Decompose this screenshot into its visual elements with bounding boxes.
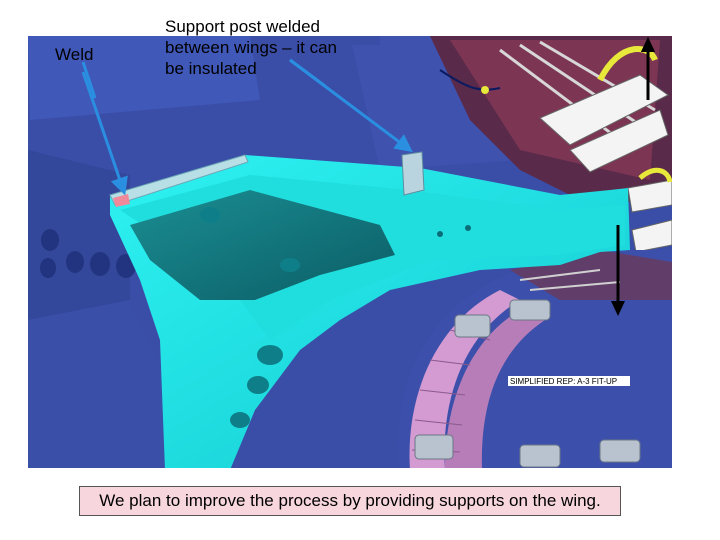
cyan-wing xyxy=(109,151,630,470)
model-label: SIMPLIFIED REP: A-3 FIT-UP xyxy=(510,377,617,386)
support-post-label-line-3: be insulated xyxy=(165,59,257,78)
support-post-label-line-1: Support post welded xyxy=(165,17,320,36)
weld-label: Weld xyxy=(55,45,94,64)
bottom-note: We plan to improve the process by provid… xyxy=(79,486,621,516)
weld-callout-arrow xyxy=(81,71,128,196)
support-post-label-line-2: between wings – it can xyxy=(165,38,337,57)
support-post-label: Support post welded between wings – it c… xyxy=(165,16,365,79)
